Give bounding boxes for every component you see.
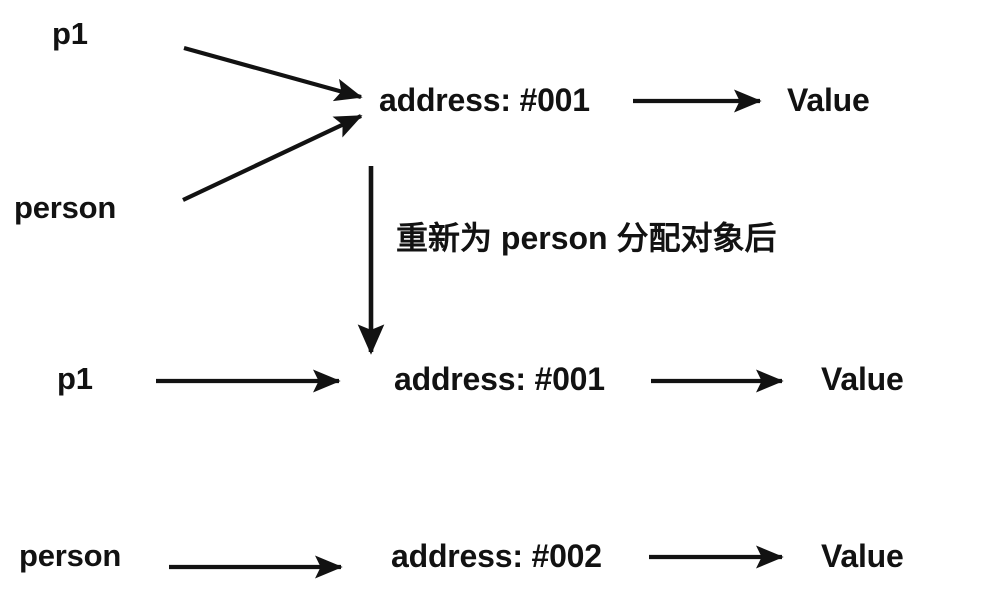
label-address-001-top: address: #001: [379, 82, 590, 118]
label-address-002-bottom: address: #002: [391, 538, 602, 574]
label-value-bottom: Value: [821, 538, 904, 574]
label-p1-top: p1: [52, 16, 88, 51]
label-value-top: Value: [787, 82, 870, 118]
arrow-person-to-address-001: [182, 114, 363, 202]
label-address-001-middle: address: #001: [394, 361, 605, 397]
transition-caption: 重新为 person 分配对象后: [396, 220, 777, 256]
arrow-p1-to-address-001: [183, 45, 363, 102]
label-person-bottom: person: [19, 538, 122, 573]
label-value-middle: Value: [821, 361, 904, 397]
label-person-top: person: [14, 190, 117, 225]
label-p1-middle: p1: [57, 361, 93, 396]
